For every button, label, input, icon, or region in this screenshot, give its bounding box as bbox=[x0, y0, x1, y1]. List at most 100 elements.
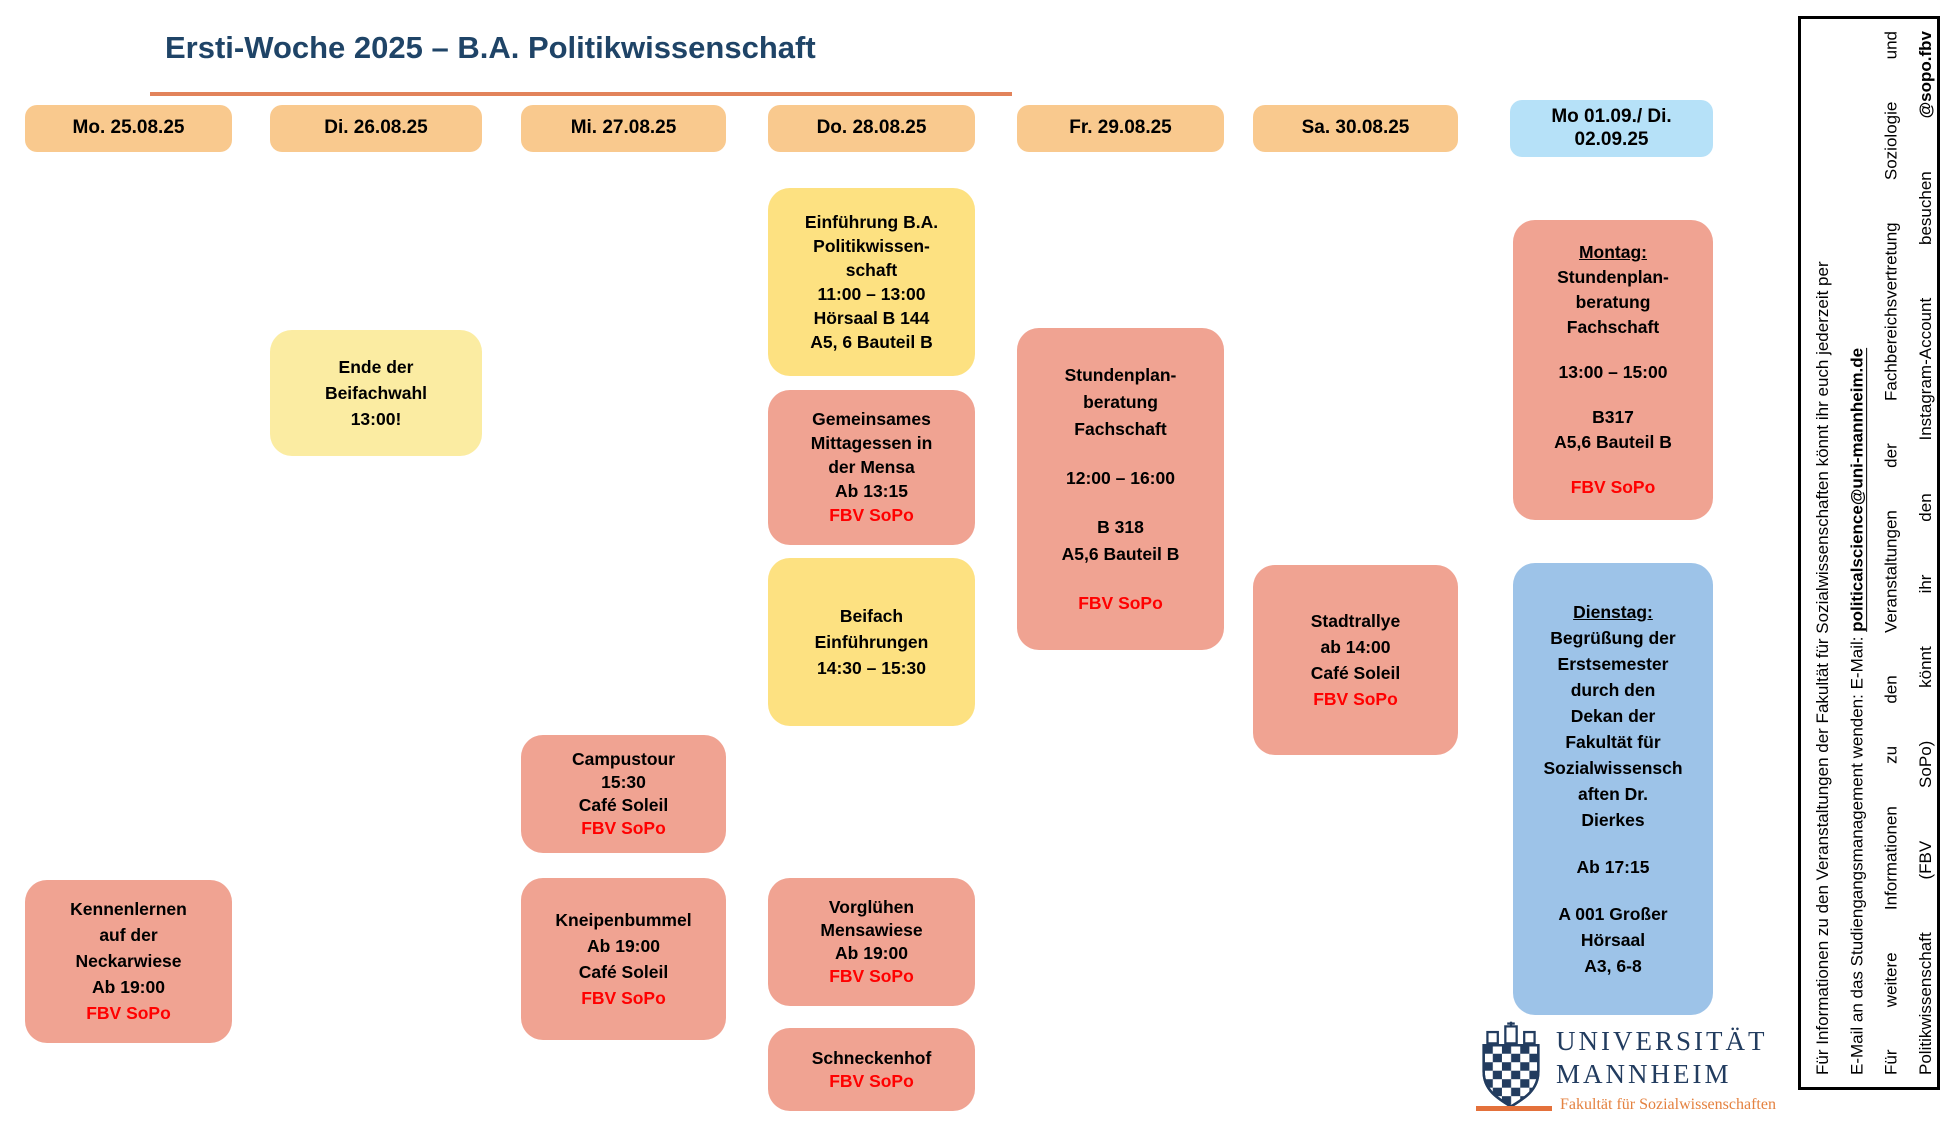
logo-university-word: UNIVERSITÄT bbox=[1556, 1026, 1768, 1056]
logo-faculty-subtitle: Fakultät für Sozialwissenschaften bbox=[1560, 1096, 1776, 1113]
event-card-line: Gemeinsames bbox=[812, 409, 931, 429]
event-card-line: Kneipenbummel bbox=[555, 909, 692, 930]
event-card-line bbox=[1517, 455, 1709, 475]
event-card-line: Café Soleil bbox=[1310, 662, 1401, 683]
event-card-line: FBV SoPo bbox=[1313, 688, 1398, 709]
event-card-line: Mittagessen in bbox=[810, 433, 933, 453]
event-card-line: Campustour bbox=[571, 749, 676, 769]
title-underline bbox=[150, 92, 1012, 96]
event-card-line: Stadtrallye bbox=[1310, 610, 1401, 631]
info-sidebar-text: Für Informationen zu den Veranstaltungen… bbox=[1801, 19, 1937, 1087]
event-card-line: 11:00 – 13:00 bbox=[817, 283, 926, 304]
event-card-line bbox=[1517, 833, 1709, 854]
event-card-line: Fachschaft bbox=[1074, 418, 1167, 439]
info-line-instagram: Politikwissenschaft (FBV SoPo) könnt ihr… bbox=[1915, 31, 1935, 1075]
event-card-line: B317 bbox=[1592, 407, 1634, 427]
event-card-line: Dierkes bbox=[1581, 809, 1645, 830]
day-header-monday: Mo. 25.08.25 bbox=[25, 105, 232, 152]
event-card-line: aften Dr. bbox=[1577, 783, 1649, 804]
event-card-line: Dienstag: bbox=[1573, 601, 1653, 622]
event-card-line: Ab 13:15 bbox=[835, 481, 908, 501]
day-header-wednesday: Mi. 27.08.25 bbox=[521, 105, 726, 152]
event-card-line: Stundenplan- bbox=[1064, 364, 1177, 385]
event-card-line bbox=[1517, 340, 1709, 360]
event-card-line: Beifach bbox=[839, 605, 904, 626]
event-card-line: FBV SoPo bbox=[829, 1070, 914, 1091]
event-card-line: auf der bbox=[99, 925, 158, 945]
event-card-line: Sozialwissensch bbox=[1543, 757, 1683, 778]
university-mannheim-logo: UNIVERSITÄT MANNHEIM Fakultät für Sozial… bbox=[1468, 1020, 1798, 1120]
day-header-mon-tue-next-week: Mo 01.09./ Di. 02.09.25 bbox=[1510, 100, 1713, 157]
event-card-line: Mensawiese bbox=[820, 920, 923, 940]
event-card-line: Stundenplan- bbox=[1557, 267, 1669, 287]
event-card-line: Hörsaal bbox=[1580, 929, 1646, 950]
event-card-line: schaft bbox=[845, 259, 898, 280]
event-card-line: A5,6 Bauteil B bbox=[1061, 543, 1180, 564]
day-header-saturday: Sa. 30.08.25 bbox=[1253, 105, 1458, 152]
event-card-line: Montag: bbox=[1578, 242, 1648, 262]
day-header-tuesday: Di. 26.08.25 bbox=[270, 105, 482, 152]
event-card-line: FBV SoPo bbox=[581, 987, 666, 1008]
event-card-line: A5, 6 Bauteil B bbox=[810, 331, 933, 352]
event-card-line: Dekan der bbox=[1570, 705, 1656, 726]
event-card-line bbox=[1517, 880, 1709, 901]
event-card-line: FBV SoPo bbox=[829, 505, 914, 525]
event-card-line: der Mensa bbox=[828, 457, 915, 477]
event-card-line: Hörsaal B 144 bbox=[813, 307, 930, 328]
event-card-line: Kennenlernen bbox=[70, 899, 187, 919]
event-card-line: B 318 bbox=[1097, 516, 1144, 537]
event-card-line: Vorglühen bbox=[828, 897, 915, 917]
event-card-line: Erstsemester bbox=[1557, 653, 1669, 674]
event-card-line: Café Soleil bbox=[578, 961, 669, 982]
event-card-line: beratung bbox=[1575, 292, 1651, 312]
event-card-line: Begrüßung der bbox=[1550, 627, 1676, 648]
event-card-line bbox=[1021, 568, 1220, 590]
event-card-line: Ab 19:00 bbox=[835, 943, 908, 963]
info-line-email: E-Mail an das Studiengangsmanagement wen… bbox=[1847, 347, 1867, 1075]
event-card-line: 13:00 – 15:00 bbox=[1558, 362, 1668, 382]
event-card-line bbox=[1021, 443, 1220, 465]
logo-orange-rule bbox=[1476, 1106, 1552, 1111]
event-card-line bbox=[1517, 385, 1709, 405]
logo-mannheim-word: MANNHEIM bbox=[1556, 1059, 1732, 1089]
event-card-line: FBV SoPo bbox=[1078, 592, 1163, 613]
info-line-fbv: Für weitere Informationen zu den Veranst… bbox=[1881, 31, 1901, 1075]
event-card-line: FBV SoPo bbox=[1570, 477, 1656, 497]
event-card-line: A 001 Großer bbox=[1558, 903, 1668, 924]
event-card-line: Ab 17:15 bbox=[1576, 856, 1650, 877]
event-card-line: Politikwissen- bbox=[813, 235, 930, 256]
event-card-line: Fakultät für bbox=[1565, 731, 1661, 752]
university-crest-icon bbox=[1482, 1021, 1540, 1108]
event-card-line: Beifachwahl bbox=[324, 382, 428, 403]
event-card-line: 12:00 – 16:00 bbox=[1066, 467, 1175, 488]
info-line-contact: Für Informationen zu den Veranstaltungen… bbox=[1813, 261, 1832, 1075]
event-card-line: Ende der bbox=[338, 356, 414, 377]
event-card-line: FBV SoPo bbox=[829, 966, 914, 986]
event-card-line: Ab 19:00 bbox=[587, 935, 660, 956]
event-card-line: Einführungen bbox=[814, 631, 929, 652]
info-sidebar: Für Informationen zu den Veranstaltungen… bbox=[1798, 16, 1940, 1090]
event-card-line: Schneckenhof bbox=[811, 1047, 932, 1068]
page-title: Ersti-Woche 2025 – B.A. Politikwissensch… bbox=[165, 30, 816, 65]
event-card-line: ab 14:00 bbox=[1320, 636, 1391, 657]
event-card-line: 15:30 bbox=[601, 772, 646, 792]
event-card-line: Fachschaft bbox=[1566, 317, 1660, 337]
event-card-line: Neckarwiese bbox=[75, 951, 182, 971]
event-card-line: FBV SoPo bbox=[581, 818, 666, 838]
event-card-line: Ab 19:00 bbox=[92, 977, 165, 997]
event-card-line: 13:00! bbox=[350, 408, 402, 429]
event-card-line: A5,6 Bauteil B bbox=[1554, 432, 1672, 452]
event-card-line: beratung bbox=[1083, 391, 1158, 412]
event-card-line bbox=[1021, 492, 1220, 514]
